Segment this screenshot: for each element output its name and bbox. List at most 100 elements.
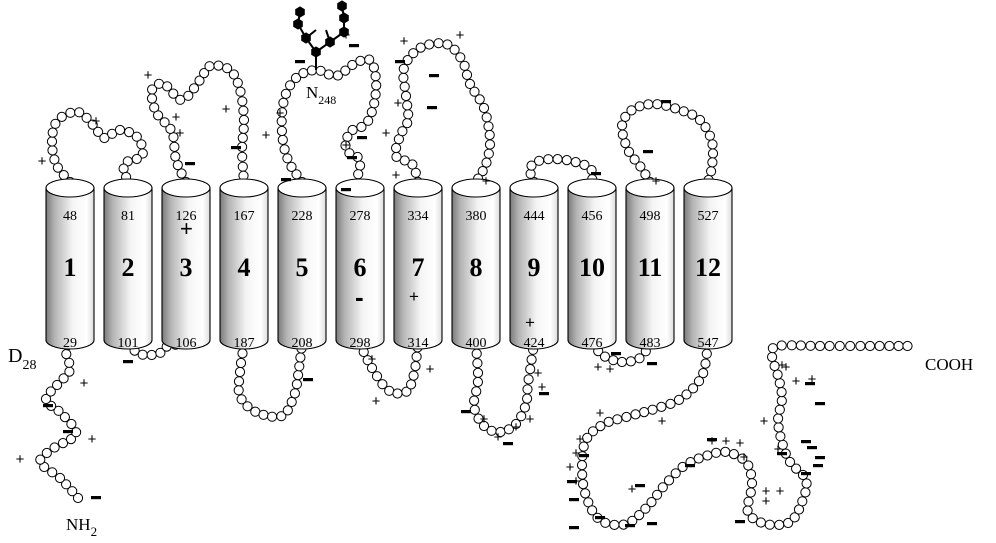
positive-charge: + bbox=[652, 173, 661, 190]
positive-charge: + bbox=[176, 125, 185, 142]
positive-charge: + bbox=[792, 373, 801, 390]
negative-charge bbox=[647, 522, 657, 525]
helix-top-residue: 48 bbox=[63, 209, 77, 224]
helix-bottom-residue: 314 bbox=[408, 336, 429, 351]
negative-charge bbox=[579, 454, 589, 457]
negative-charge bbox=[569, 526, 579, 529]
helix-bottom-residue: 29 bbox=[63, 336, 77, 351]
negative-charge bbox=[661, 100, 671, 103]
positive-charge: + bbox=[606, 361, 615, 378]
positive-charge: + bbox=[144, 67, 153, 84]
helix6-charge: - bbox=[355, 282, 364, 312]
helix-top-residue: 81 bbox=[121, 209, 135, 224]
extracellular-loop-2 bbox=[147, 61, 248, 187]
negative-charge bbox=[625, 524, 635, 527]
extracellular-loop-3 bbox=[277, 55, 381, 187]
negative-charge bbox=[591, 172, 601, 175]
positive-charge: + bbox=[382, 125, 391, 142]
negative-charge bbox=[91, 496, 101, 499]
positive-charge: + bbox=[276, 105, 285, 122]
negative-charge bbox=[813, 464, 823, 467]
helix-top-residue: 278 bbox=[350, 209, 371, 224]
helix-11: 498 11 483 bbox=[626, 179, 674, 351]
negative-charge bbox=[349, 44, 359, 47]
helix-top-residue: 444 bbox=[524, 209, 545, 224]
positive-charge: + bbox=[38, 153, 47, 170]
negative-charge bbox=[707, 438, 717, 441]
helix-number: 12 bbox=[695, 253, 721, 282]
positive-charge: + bbox=[708, 433, 717, 450]
positive-charge: + bbox=[222, 101, 231, 118]
negative-charge bbox=[539, 392, 549, 395]
positive-charge: + bbox=[80, 375, 89, 392]
positive-charge: + bbox=[16, 451, 25, 468]
positive-charge: + bbox=[808, 371, 817, 388]
positive-charge: + bbox=[392, 167, 401, 184]
helix-number: 8 bbox=[470, 253, 483, 282]
intracellular-loop-2 bbox=[234, 339, 306, 421]
negative-charge bbox=[395, 60, 405, 63]
helix-number: 11 bbox=[638, 253, 663, 282]
negative-charge bbox=[303, 378, 313, 381]
n-terminus-label: NH2 bbox=[66, 515, 97, 539]
helix-6: 2786298 bbox=[336, 179, 384, 351]
n248-label: N248 bbox=[306, 83, 336, 107]
helix-top-residue: 334 bbox=[408, 209, 429, 224]
positive-charge: + bbox=[394, 95, 403, 112]
helix9-charge: + bbox=[525, 313, 535, 332]
negative-charge bbox=[801, 440, 811, 443]
negative-charge bbox=[685, 464, 695, 467]
helix-bottom-residue: 476 bbox=[582, 336, 603, 351]
helix-number: 3 bbox=[180, 253, 193, 282]
negative-charge bbox=[643, 150, 653, 153]
negative-charge bbox=[595, 516, 605, 519]
positive-charge: + bbox=[482, 173, 491, 190]
helix-number: 5 bbox=[296, 253, 309, 282]
positive-charge: + bbox=[262, 127, 271, 144]
positive-charge: + bbox=[628, 481, 637, 498]
helix-bottom-residue: 187 bbox=[234, 336, 255, 351]
positive-charge: + bbox=[774, 441, 783, 458]
positive-charge: + bbox=[368, 351, 377, 368]
negative-charge bbox=[231, 146, 241, 149]
c-terminal-chain bbox=[577, 339, 912, 529]
positive-charge: + bbox=[480, 411, 489, 428]
helix-top-residue: 527 bbox=[698, 209, 719, 224]
negative-charge bbox=[801, 472, 811, 475]
extracellular-loop-4 bbox=[392, 39, 495, 187]
negative-charge bbox=[461, 410, 471, 413]
negative-charge bbox=[569, 498, 579, 501]
negative-charge bbox=[63, 430, 73, 433]
negative-charge bbox=[429, 74, 439, 77]
helix-bottom-residue: 106 bbox=[176, 336, 197, 351]
positive-charge: + bbox=[494, 429, 503, 446]
positive-charge: + bbox=[722, 433, 731, 450]
n-terminal-chain bbox=[36, 341, 83, 503]
negative-charge bbox=[357, 136, 367, 139]
positive-charge: + bbox=[596, 405, 605, 422]
helix3-charge: + bbox=[180, 216, 193, 241]
helix-12: 52712547 bbox=[684, 179, 732, 351]
negative-charge bbox=[281, 178, 291, 181]
helix-bottom-residue: 400 bbox=[466, 336, 487, 351]
helix-number: 9 bbox=[528, 253, 541, 282]
helix-bottom-residue: 483 bbox=[640, 336, 661, 351]
helix-7: 334 7 314 bbox=[394, 179, 442, 351]
helix-bottom-residue: 208 bbox=[292, 336, 313, 351]
positive-charge: + bbox=[372, 393, 381, 410]
helix-top-residue: 498 bbox=[640, 209, 661, 224]
extracellular-loop-6 bbox=[618, 100, 718, 187]
helix-number: 7 bbox=[412, 253, 425, 282]
helix-top-residue: 380 bbox=[466, 209, 487, 224]
negative-charge bbox=[611, 352, 621, 355]
negative-charge bbox=[43, 404, 53, 407]
positive-charge: + bbox=[456, 27, 465, 44]
negative-charge bbox=[815, 456, 825, 459]
negative-charge bbox=[647, 362, 657, 365]
negative-charge bbox=[635, 484, 645, 487]
